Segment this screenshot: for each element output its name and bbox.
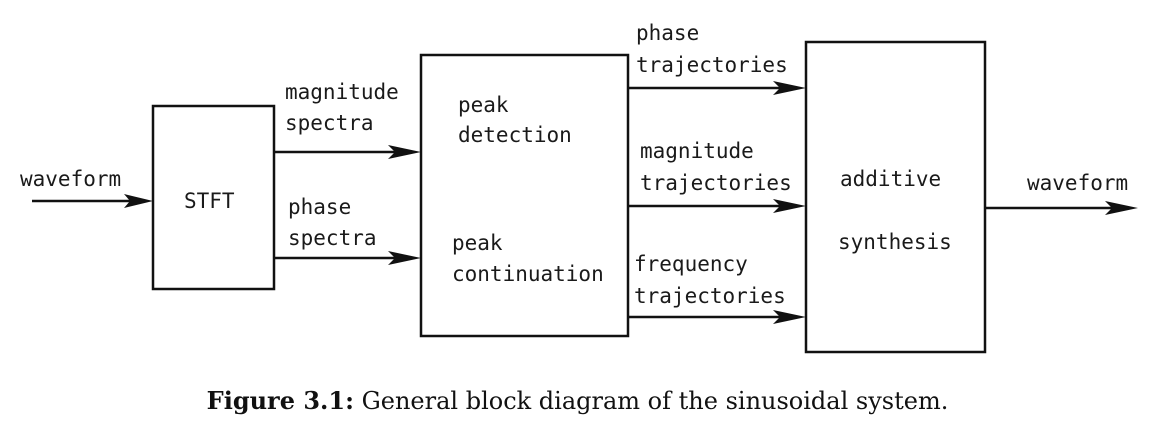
figure-caption-text: General block diagram of the sinusoidal …: [353, 387, 949, 415]
peak-detection-label-line1: peak: [458, 93, 509, 117]
magnitude-spectra-label-line1: magnitude: [285, 80, 399, 104]
stft-block: [151, 104, 276, 291]
output-waveform-arrowhead: [1105, 201, 1138, 215]
frequency-trajectories-label-line1: frequency: [634, 252, 748, 276]
additive-synthesis-block: [804, 40, 987, 354]
peak-continuation-label-line1: peak: [452, 231, 503, 255]
frequency-trajectories-label-line2: trajectories: [634, 284, 786, 308]
phase-spectra-arrowhead: [388, 251, 421, 265]
additive-synthesis-label-line2: synthesis: [838, 230, 952, 254]
frequency-trajectories-arrowhead: [773, 310, 806, 324]
stft-label: STFT: [184, 189, 235, 213]
figure-caption: Figure 3.1: General block diagram of the…: [0, 386, 1155, 415]
figure-caption-label: Figure 3.1:: [206, 386, 354, 415]
magnitude-spectra-arrowhead: [388, 145, 421, 159]
phase-spectra-label-line2: spectra: [288, 226, 377, 250]
phase-spectra-label-line1: phase: [288, 195, 351, 219]
input-waveform-label: waveform: [20, 167, 121, 191]
phase-trajectories-label-line1: phase: [636, 21, 699, 45]
magnitude-trajectories-label-line1: magnitude: [640, 139, 754, 163]
magnitude-spectra-label-line2: spectra: [285, 111, 374, 135]
magnitude-trajectories-arrowhead: [773, 199, 806, 213]
output-waveform-label: waveform: [1027, 171, 1128, 195]
peak-continuation-label-line2: continuation: [452, 262, 604, 286]
magnitude-trajectories-label-line2: trajectories: [640, 171, 792, 195]
peak-processing-block: [419, 53, 630, 338]
phase-trajectories-label-line2: trajectories: [636, 53, 788, 77]
input-waveform-arrowhead: [124, 194, 153, 208]
peak-detection-label-line2: detection: [458, 123, 572, 147]
additive-synthesis-label-line1: additive: [840, 167, 941, 191]
phase-trajectories-arrowhead: [773, 81, 806, 95]
